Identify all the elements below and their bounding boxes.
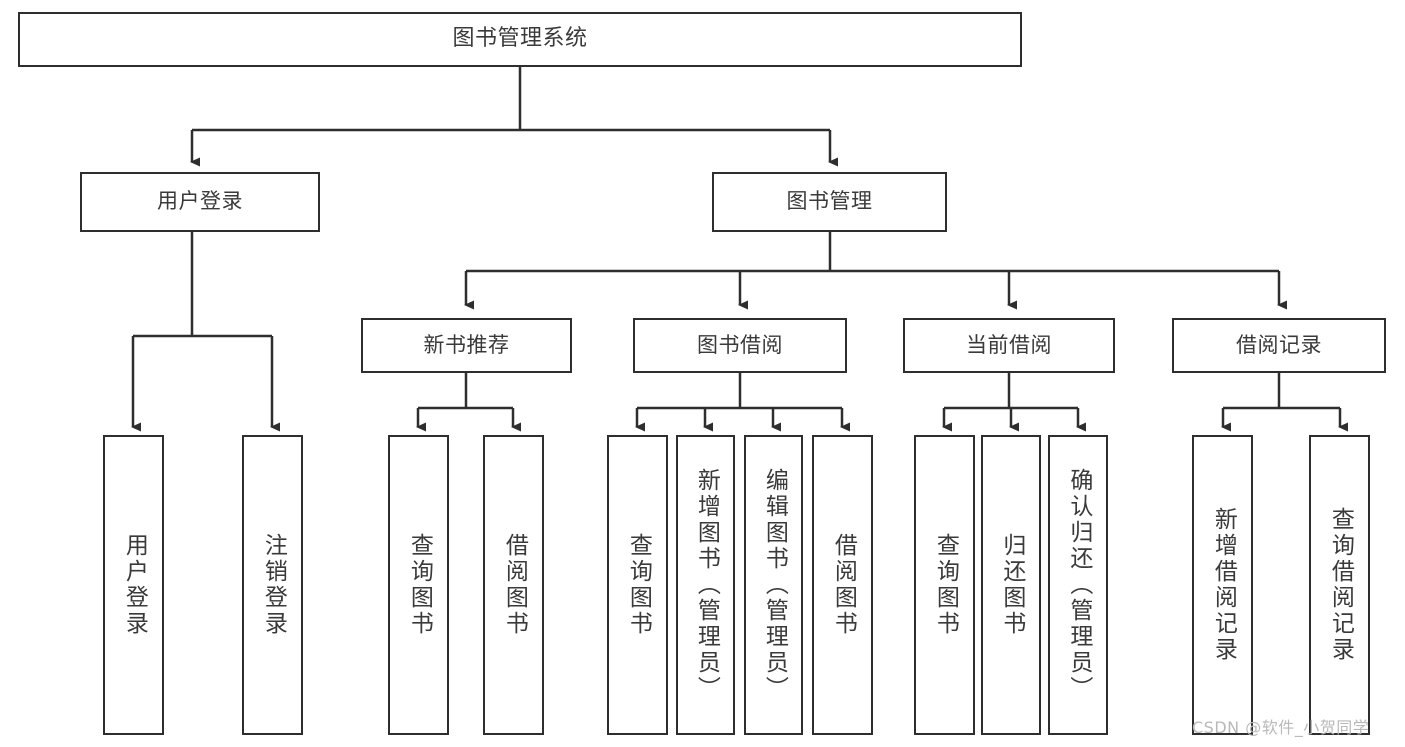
node-label: 新书推荐 — [423, 332, 510, 357]
node-leaf-add-book[interactable]: 新增图书（管理员） — [676, 435, 735, 735]
node-label: 编辑图书（管理员） — [761, 468, 788, 702]
node-label: 借阅记录 — [1236, 332, 1322, 357]
node-book-borrow[interactable]: 图书借阅 — [633, 318, 847, 373]
node-label: 确认归还（管理员） — [1065, 468, 1092, 702]
node-label: 当前借阅 — [966, 332, 1052, 357]
node-leaf-return-book[interactable]: 归还图书 — [981, 435, 1041, 735]
node-leaf-user-login[interactable]: 用户登录 — [103, 435, 164, 735]
node-label: 借阅图书 — [501, 533, 528, 637]
node-label: 图书管理 — [786, 189, 873, 214]
node-leaf-borrow-book-2[interactable]: 借阅图书 — [812, 435, 873, 735]
node-new-book-recommend[interactable]: 新书推荐 — [361, 318, 572, 373]
node-label: 图书管理系统 — [452, 26, 588, 52]
node-label: 查询图书 — [932, 533, 959, 637]
node-book-management[interactable]: 图书管理 — [712, 172, 947, 232]
node-leaf-confirm-return[interactable]: 确认归还（管理员） — [1048, 435, 1108, 735]
node-leaf-query-book-3[interactable]: 查询图书 — [914, 435, 975, 735]
node-label: 查询图书 — [625, 533, 652, 637]
node-leaf-query-book-1[interactable]: 查询图书 — [388, 435, 449, 735]
node-leaf-add-borrow-record[interactable]: 新增借阅记录 — [1192, 435, 1253, 735]
node-leaf-edit-book[interactable]: 编辑图书（管理员） — [744, 435, 803, 735]
node-user-login[interactable]: 用户登录 — [80, 172, 320, 232]
node-label: 新增借阅记录 — [1210, 507, 1237, 663]
node-leaf-query-borrow-record[interactable]: 查询借阅记录 — [1309, 435, 1370, 735]
node-label: 借阅图书 — [830, 533, 857, 637]
node-label: 查询借阅记录 — [1327, 507, 1354, 663]
node-borrow-record[interactable]: 借阅记录 — [1172, 318, 1386, 373]
node-book-management-system[interactable]: 图书管理系统 — [18, 12, 1022, 67]
node-label: 用户登录 — [121, 533, 148, 637]
node-label: 归还图书 — [998, 533, 1025, 637]
node-label: 注销登录 — [260, 533, 287, 637]
node-leaf-query-book-2[interactable]: 查询图书 — [607, 435, 668, 735]
node-current-borrow[interactable]: 当前借阅 — [903, 318, 1115, 373]
node-label: 用户登录 — [157, 189, 243, 214]
node-label: 图书借阅 — [697, 332, 783, 357]
node-label: 查询图书 — [406, 533, 433, 637]
node-leaf-borrow-book-1[interactable]: 借阅图书 — [483, 435, 544, 735]
node-leaf-logout-login[interactable]: 注销登录 — [242, 435, 303, 735]
node-label: 新增图书（管理员） — [693, 468, 720, 702]
